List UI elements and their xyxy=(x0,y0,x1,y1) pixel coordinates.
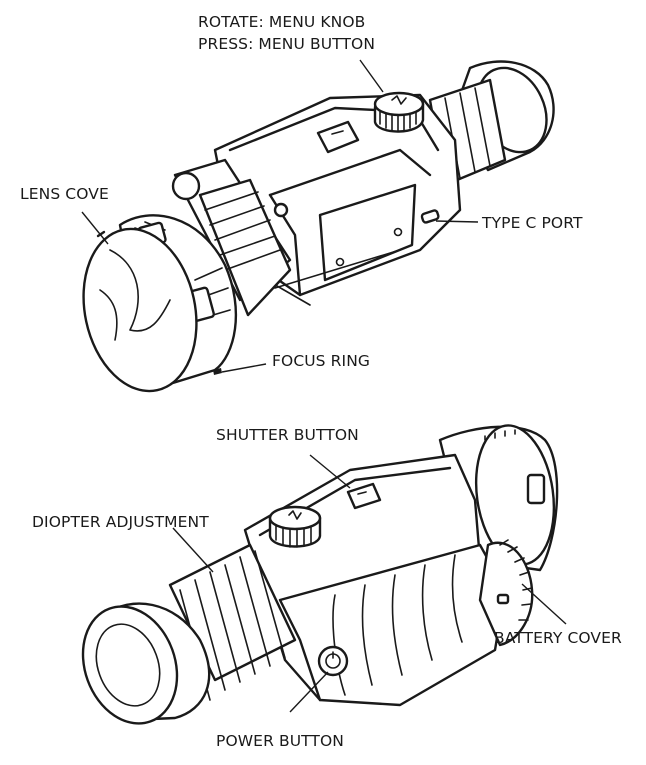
menu-knob-top xyxy=(373,91,425,133)
leader-focus-ring xyxy=(221,363,267,373)
label-menu-knob: ROTATE: MENU KNOB xyxy=(198,13,366,31)
leader-diopter xyxy=(172,527,214,573)
leader-menu-knob xyxy=(359,59,384,93)
scope-front-view xyxy=(82,60,555,393)
main-body-rear xyxy=(243,453,507,707)
scope-rear-view xyxy=(81,424,559,725)
label-focus-ring: FOCUS RING xyxy=(272,352,370,370)
eyecup-rear xyxy=(81,605,179,725)
type-c-port-top xyxy=(420,209,440,224)
label-menu-button: PRESS: MENU BUTTON xyxy=(198,35,376,53)
label-lens-cover: LENS COVE xyxy=(20,185,109,203)
eyepiece-rear-top xyxy=(428,60,555,187)
label-shutter-button: SHUTTER BUTTON xyxy=(216,426,359,444)
battery-cover-rear xyxy=(478,539,534,647)
label-diopter-adjustment: DIOPTER ADJUSTMENT xyxy=(32,513,209,531)
leader-lens-cover xyxy=(81,211,109,245)
label-type-c-port: TYPE C PORT xyxy=(482,214,583,232)
power-button-rear xyxy=(317,645,349,677)
leader-power xyxy=(289,671,329,713)
leader-battery xyxy=(521,583,567,625)
leader-shutter xyxy=(309,454,351,489)
menu-knob-rear xyxy=(268,505,322,548)
label-battery-cover: BATTERY COVER xyxy=(494,629,622,647)
label-power-button: POWER BUTTON xyxy=(216,732,345,750)
lens-cover-top xyxy=(82,227,198,393)
leader-type-c xyxy=(435,220,479,223)
